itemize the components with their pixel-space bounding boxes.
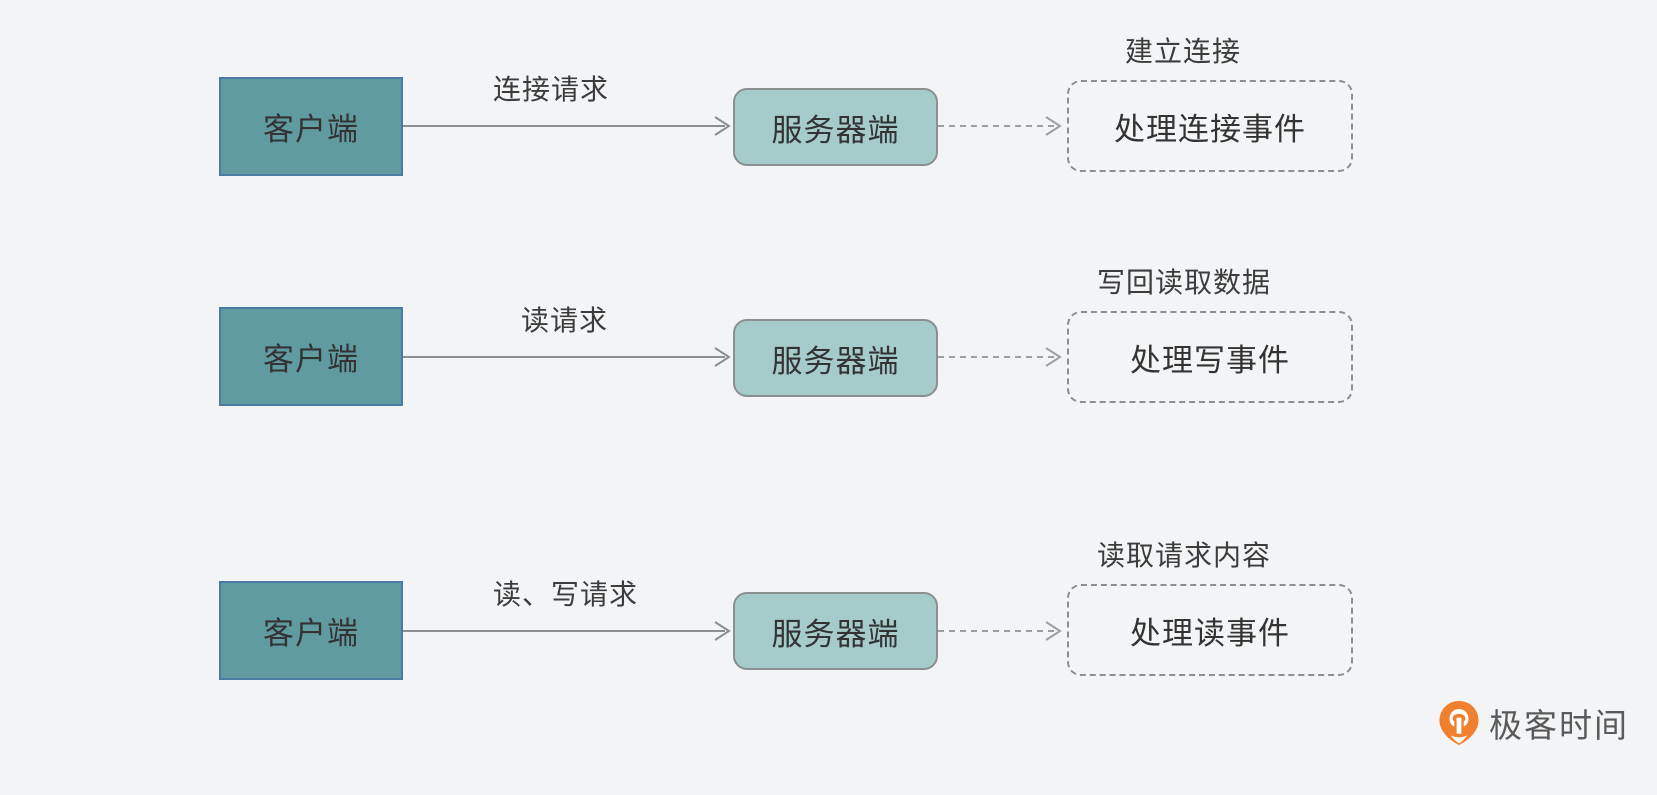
client-box-label: 客户端 [263, 342, 359, 377]
server-box-row-1: 服务器端 [733, 88, 938, 166]
logo-text: 极客时间 [1489, 707, 1629, 744]
event-box-row-3: 处理读事件 [1067, 584, 1353, 676]
client-box-row-2: 客户端 [219, 307, 403, 406]
event-box-label: 处理读事件 [1130, 615, 1290, 651]
server-box-label: 服务器端 [771, 112, 900, 148]
client-box-label: 客户端 [263, 112, 359, 147]
event-arrow-row-1 [938, 116, 1062, 136]
geektime-logo: 极客时间 [1438, 699, 1629, 747]
request-label-row-2: 读请求 [521, 305, 609, 336]
event-box-row-2: 处理写事件 [1067, 311, 1353, 403]
request-label-row-1: 连接请求 [493, 74, 610, 105]
result-label-row-2: 写回读取数据 [1097, 267, 1272, 298]
event-arrow-row-2 [938, 347, 1062, 367]
server-box-row-3: 服务器端 [733, 592, 938, 670]
request-arrow-row-3 [403, 621, 731, 641]
event-box-row-1: 处理连接事件 [1067, 80, 1353, 172]
result-label-row-1: 建立连接 [1125, 36, 1242, 67]
event-arrow-row-3 [938, 621, 1062, 641]
client-box-row-3: 客户端 [219, 581, 403, 680]
geektime-pin-icon [1439, 701, 1479, 745]
client-box-label: 客户端 [263, 616, 359, 651]
request-label-row-3: 读、写请求 [493, 579, 639, 610]
event-box-label: 处理连接事件 [1114, 111, 1306, 147]
result-label-row-3: 读取请求内容 [1097, 540, 1272, 571]
client-box-row-1: 客户端 [219, 77, 403, 176]
server-box-row-2: 服务器端 [733, 319, 938, 397]
server-box-label: 服务器端 [771, 343, 900, 379]
request-arrow-row-1 [403, 116, 731, 136]
event-box-label: 处理写事件 [1130, 342, 1290, 378]
server-box-label: 服务器端 [771, 616, 900, 652]
request-arrow-row-2 [403, 347, 731, 367]
